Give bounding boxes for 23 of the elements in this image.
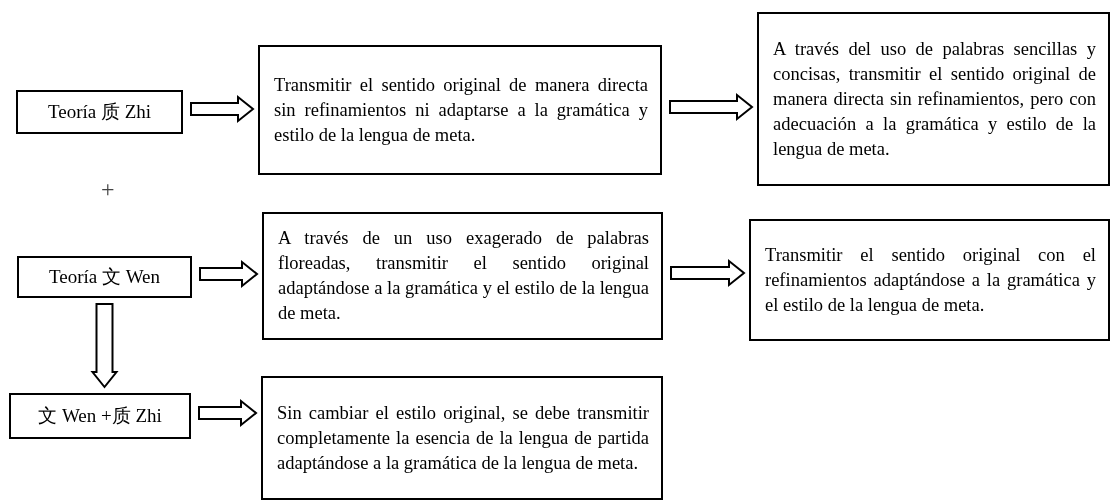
block-arrow: [90, 303, 119, 389]
theory-box: [9, 393, 191, 439]
theory-box: [16, 90, 183, 134]
theory-box: [17, 256, 192, 298]
description-text: Transmitir el sentido original de manera directa sin refinamientos ni adaptarse a la gramática y estilo de la lengua de meta.: [274, 73, 648, 147]
theory-name: Teoría 文 Wen: [48, 265, 161, 289]
block-arrow: [670, 258, 746, 288]
block-arrow: [669, 92, 754, 122]
description-box: [261, 376, 663, 500]
description-box: [757, 12, 1110, 186]
description-box: [258, 45, 662, 175]
block-arrow: [190, 94, 255, 124]
description-text: Transmitir el sentido original con el refinamientos adaptándose a la gramática y el estilo de la lengua de meta.: [765, 243, 1096, 317]
block-arrow: [198, 398, 258, 428]
description-text: A través del uso de palabras sencillas y concisas, transmitir el sentido original de manera directa sin refinamientos, pero con adecuación a la gramática y estilo de la lengua de meta.: [773, 37, 1096, 161]
plus-sign: +: [101, 176, 115, 203]
description-box: [749, 219, 1110, 341]
description-text: A través de un uso exagerado de palabras floreadas, transmitir el sentido original adaptándose a la gramática y el estilo de la lengua de meta.: [278, 227, 649, 325]
description-text: Sin cambiar el estilo original, se debe transmitir completamente la esencia de la lengua de partida adaptándose a la gramática de la lengua de meta.: [277, 401, 649, 475]
theory-name: Teoría 质 Zhi: [47, 100, 152, 124]
description-box: [262, 212, 663, 340]
theory-name: 文 Wen +质 Zhi: [38, 404, 162, 428]
block-arrow: [199, 259, 259, 289]
